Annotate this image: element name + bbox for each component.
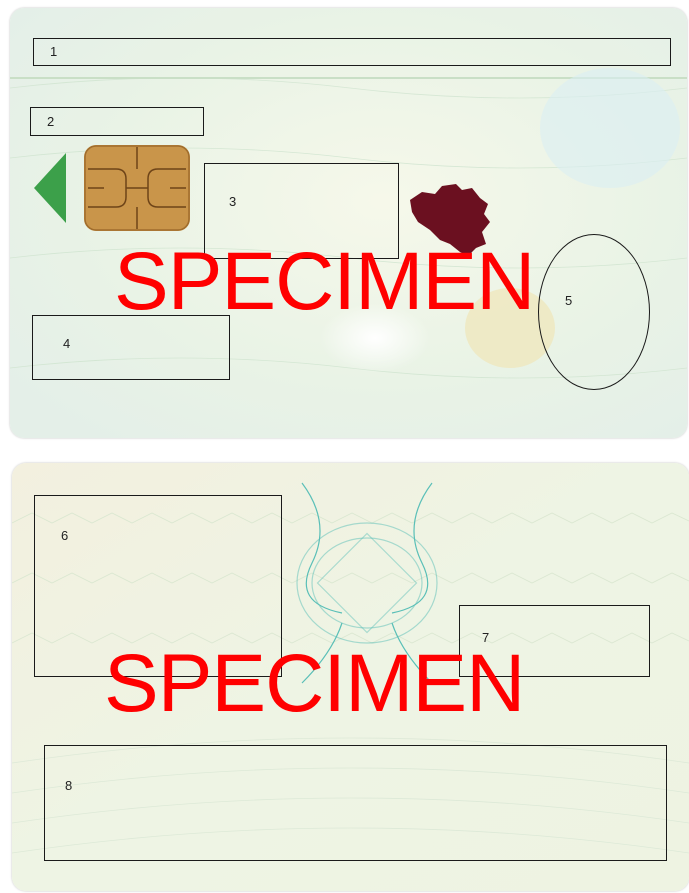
field-number: 6 bbox=[61, 528, 68, 543]
card-back: 6 7 8 SPECIMEN bbox=[12, 463, 689, 891]
front-field-2: 2 bbox=[30, 107, 204, 136]
field-number: 3 bbox=[229, 194, 236, 209]
field-number: 4 bbox=[63, 336, 70, 351]
front-field-5: 5 bbox=[538, 234, 650, 390]
field-number: 8 bbox=[65, 778, 72, 793]
field-number: 2 bbox=[47, 114, 54, 129]
specimen-watermark: SPECIMEN bbox=[114, 241, 534, 323]
back-field-8: 8 bbox=[44, 745, 667, 861]
card-front: 1 2 3 4 5 SPECIMEN bbox=[10, 8, 687, 438]
specimen-watermark: SPECIMEN bbox=[104, 643, 524, 725]
front-field-1: 1 bbox=[33, 38, 671, 66]
field-number: 5 bbox=[565, 293, 572, 308]
chip-icon bbox=[84, 145, 190, 231]
field-number: 1 bbox=[50, 44, 57, 59]
